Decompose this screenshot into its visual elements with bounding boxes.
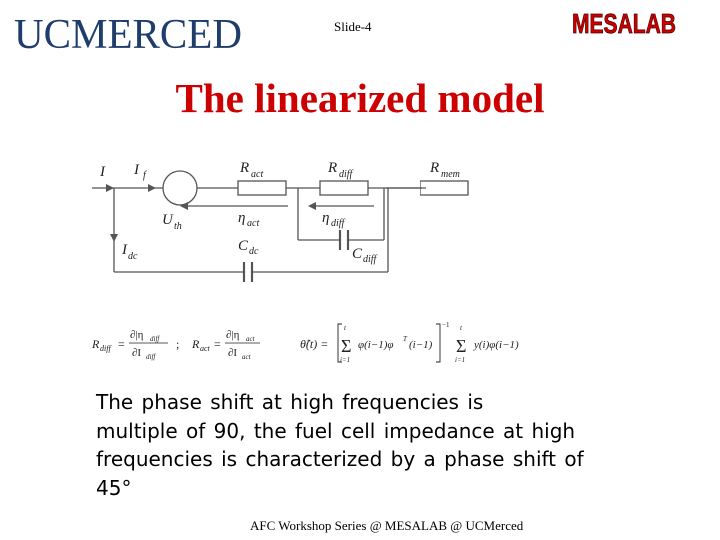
rdiff-den: ∂I bbox=[132, 347, 141, 359]
slide-title: The linearized model bbox=[175, 75, 545, 121]
sum1-lower: i=1 bbox=[340, 356, 350, 364]
ract-lhs: R bbox=[191, 337, 200, 351]
label-Uth-sub: th bbox=[174, 221, 182, 232]
rdiff-eq: = bbox=[118, 337, 125, 351]
resistor-diff bbox=[319, 180, 369, 196]
label-Cdc: C bbox=[238, 238, 249, 254]
body-line-1: The phase shift at high frequencies is bbox=[96, 390, 484, 414]
rdiff-lhs: R bbox=[91, 337, 100, 351]
resistor-mem-box bbox=[420, 180, 469, 196]
eta-act-arrowhead bbox=[180, 202, 188, 210]
mesalab-logo: MESALAB bbox=[572, 8, 676, 40]
bracket-right bbox=[436, 323, 441, 363]
label-Uth: U bbox=[162, 212, 174, 228]
theta-lhs: θ̂(t) = bbox=[300, 337, 328, 351]
sum2-upper: t bbox=[460, 324, 463, 332]
ract-lhs-sub: act bbox=[200, 344, 211, 353]
label-eta-act: η bbox=[238, 210, 245, 226]
eta-diff-arrowhead bbox=[308, 202, 316, 210]
label-Cdiff: C bbox=[352, 246, 363, 262]
label-eta-diff: η bbox=[322, 210, 329, 226]
rdiff-den-sub: diff bbox=[146, 353, 156, 361]
rdiff-num: ∂|η bbox=[130, 329, 144, 341]
ract-num-sub: act bbox=[246, 335, 256, 343]
term-1-end: (i−1) bbox=[409, 339, 433, 351]
ract-den-sub: act bbox=[242, 353, 252, 361]
sum2-sigma: Σ bbox=[456, 336, 466, 356]
term-1: φ(i−1)φ bbox=[358, 339, 393, 351]
if-arrowhead bbox=[148, 184, 156, 192]
resistor-act bbox=[237, 180, 287, 196]
slide-number: Slide-4 bbox=[334, 19, 372, 34]
label-I: I bbox=[99, 164, 106, 180]
ract-num: ∂|η bbox=[226, 329, 240, 341]
idc-arrowhead bbox=[110, 234, 118, 242]
label-Rdiff-sub: diff bbox=[339, 169, 354, 180]
body-paragraph: The phase shift at high frequencies is m… bbox=[96, 388, 656, 502]
footer-text: AFC Workshop Series @ MESALAB @ UCMerced bbox=[250, 518, 524, 533]
rmem-wire bbox=[386, 187, 422, 189]
bracket-left bbox=[337, 323, 342, 363]
term-1-sup: T bbox=[403, 335, 408, 343]
label-eta-diff-sub: diff bbox=[331, 218, 346, 229]
uc-merced-logo: UCMERCED bbox=[14, 12, 242, 56]
voltage-source-circle bbox=[162, 170, 198, 206]
label-eta-act-sub: act bbox=[247, 218, 259, 229]
formula-separator: ; bbox=[176, 337, 179, 351]
inverse-exponent: −1 bbox=[442, 321, 450, 329]
label-Rmem: R bbox=[429, 160, 439, 176]
formula-row: R diff = ∂|η diff ∂I diff ; R act = ∂|η … bbox=[91, 321, 519, 364]
equivalent-circuit-diagram: I I f U th I dc R act R diff η act η dif… bbox=[92, 160, 426, 282]
rmem-block: R mem bbox=[420, 160, 469, 196]
ract-den: ∂I bbox=[228, 347, 237, 359]
rdiff-num-sub: diff bbox=[150, 335, 160, 343]
term-2: y(i)φ(i−1) bbox=[473, 339, 519, 351]
body-line-3: frequencies is characterized by a phase … bbox=[96, 447, 584, 471]
rdiff-lhs-sub: diff bbox=[100, 344, 112, 353]
label-Ract: R bbox=[239, 160, 249, 176]
label-Idc-sub: dc bbox=[128, 251, 138, 262]
mesalab-logo-text: MESALAB bbox=[572, 8, 676, 39]
label-Rdiff: R bbox=[327, 160, 337, 176]
uc-merced-logo-text: UCMERCED bbox=[14, 12, 242, 56]
label-Cdc-sub: dc bbox=[249, 246, 259, 257]
label-Cdiff-sub: diff bbox=[363, 254, 378, 265]
label-If-sub: f bbox=[143, 170, 147, 181]
sum1-sigma: Σ bbox=[341, 336, 351, 356]
sum1-upper: t bbox=[344, 324, 347, 332]
body-line-4: 45° bbox=[96, 475, 132, 500]
label-If: I bbox=[133, 162, 140, 178]
current-in-arrowhead bbox=[106, 184, 114, 192]
ract-eq: = bbox=[214, 337, 221, 351]
label-Rmem-sub: mem bbox=[441, 169, 460, 180]
label-Idc: I bbox=[121, 242, 128, 258]
label-Ract-sub: act bbox=[251, 169, 263, 180]
body-line-2: multiple of 90, the fuel cell impedance … bbox=[96, 418, 576, 443]
sum2-lower: i=1 bbox=[455, 356, 465, 364]
